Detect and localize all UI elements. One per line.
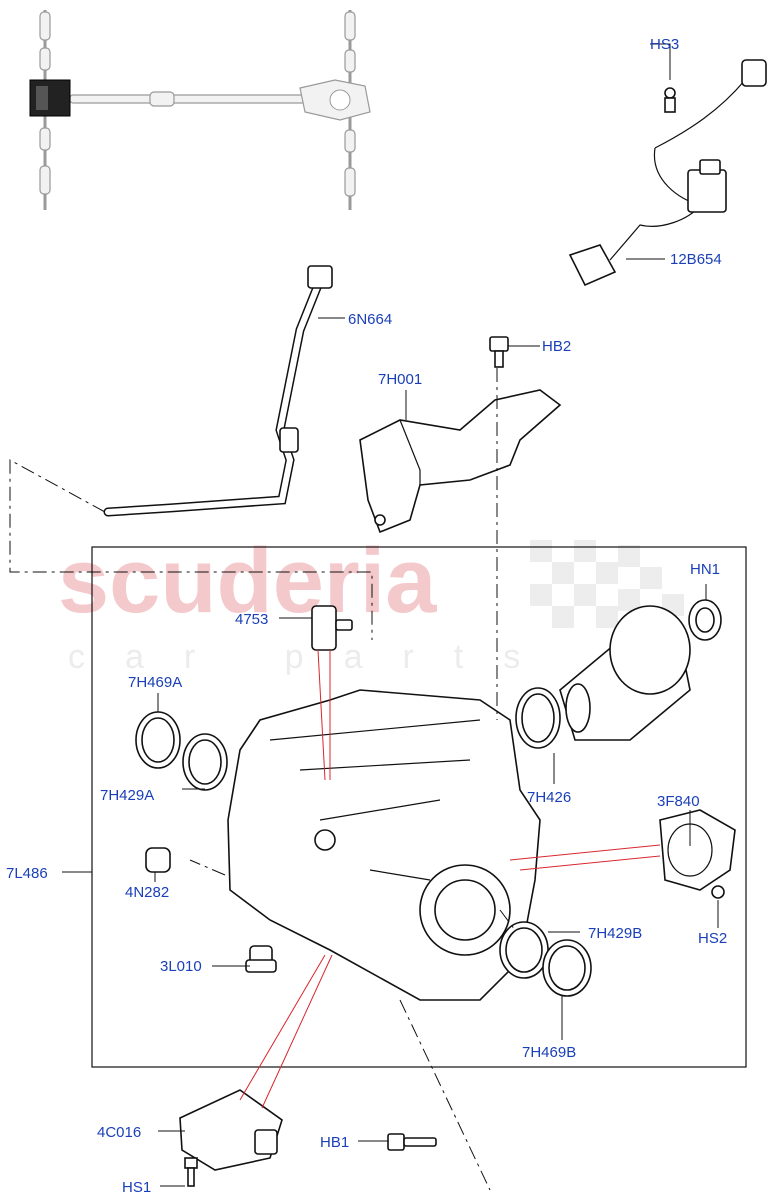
label-3F840: 3F840 bbox=[657, 793, 700, 810]
reference-lines bbox=[9, 368, 516, 1191]
label-HN1: HN1 bbox=[690, 561, 720, 578]
label-3L010: 3L010 bbox=[160, 958, 202, 975]
transfer-case-housing bbox=[227, 689, 541, 1001]
sensor bbox=[311, 605, 353, 651]
watermark-sub: car parts bbox=[68, 638, 560, 676]
label-HS2: HS2 bbox=[698, 930, 727, 947]
driveline-overview bbox=[29, 10, 371, 210]
seals bbox=[135, 599, 722, 997]
label-HB1: HB1 bbox=[320, 1134, 349, 1151]
wiring-harness bbox=[568, 59, 767, 287]
label-7H469B: 7H469B bbox=[522, 1044, 576, 1061]
output-flange bbox=[559, 605, 691, 741]
part-labels: HS3 12B654 6N664 HB2 7H001 HN1 4753 7H46… bbox=[6, 36, 727, 1196]
label-7H001: 7H001 bbox=[378, 371, 422, 388]
leader-lines bbox=[62, 43, 719, 1187]
watermark: scuderia car parts bbox=[58, 530, 684, 676]
heat-shield bbox=[359, 336, 562, 534]
label-HS1: HS1 bbox=[122, 1179, 151, 1196]
label-12B654: 12B654 bbox=[670, 251, 722, 268]
label-7H429A: 7H429A bbox=[100, 787, 154, 804]
label-7H429B: 7H429B bbox=[588, 925, 642, 942]
label-7L486: 7L486 bbox=[6, 865, 48, 882]
breather-pipe bbox=[103, 265, 333, 517]
label-4753: 4753 bbox=[235, 611, 268, 628]
label-4N282: 4N282 bbox=[125, 884, 169, 901]
label-4C016: 4C016 bbox=[97, 1124, 141, 1141]
label-HB2: HB2 bbox=[542, 338, 571, 355]
assembly-frame bbox=[91, 546, 747, 1068]
actuator bbox=[659, 809, 736, 899]
red-contact-lines bbox=[239, 649, 661, 1109]
bolt bbox=[387, 1133, 437, 1151]
label-HS3: HS3 bbox=[650, 36, 679, 53]
label-6N664: 6N664 bbox=[348, 311, 392, 328]
label-7H469A: 7H469A bbox=[128, 674, 182, 691]
plugs bbox=[145, 847, 277, 973]
control-module bbox=[179, 1089, 283, 1187]
label-7H426: 7H426 bbox=[527, 789, 571, 806]
checkered-flag-icon bbox=[530, 540, 684, 628]
